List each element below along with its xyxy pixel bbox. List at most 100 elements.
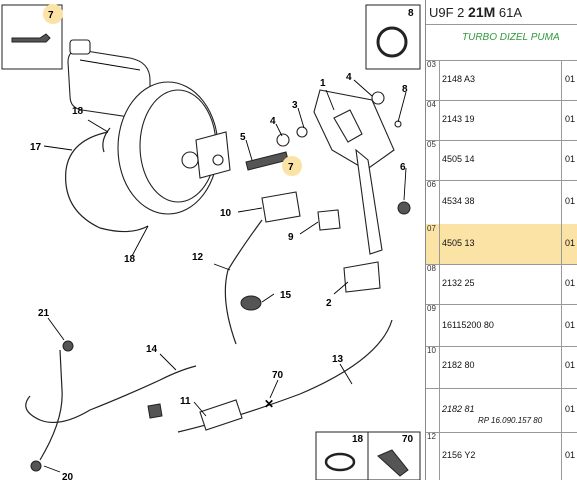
parts-row[interactable]: 05 4505 14 01 (426, 140, 577, 181)
part-reference: 2182 80 (442, 360, 475, 370)
bolt-5[interactable] (245, 151, 289, 171)
qty-cell: 01 (561, 388, 577, 432)
callout-70: 70 (272, 370, 284, 381)
inset-part-70[interactable]: 70 (367, 431, 421, 480)
inset-label-18: 18 (352, 434, 364, 445)
callout-14: 14 (146, 344, 158, 355)
parts-row[interactable]: 12 2156 Y2 01 (426, 432, 577, 480)
hydraulic-pipe-12 (224, 219, 263, 345)
callout-15: 15 (280, 290, 292, 301)
qty-cell: 01 (561, 180, 577, 224)
slave-cylinder-11[interactable] (199, 399, 243, 431)
callout-17: 17 (30, 142, 42, 153)
parts-row[interactable]: 03 2148 A3 01 (426, 60, 577, 101)
master-cylinder-10[interactable] (261, 191, 301, 223)
quantity: 01 (565, 74, 576, 84)
sensor-9[interactable] (317, 209, 341, 231)
row-index: 07 (426, 224, 440, 264)
qty-cell: 01 (561, 140, 577, 180)
quantity: 01 (565, 154, 576, 164)
grommet-15[interactable] (240, 295, 262, 311)
part-reference: 2132 25 (442, 278, 475, 288)
qty-cell: 01 (561, 432, 577, 480)
hose-clamp-18-icon (324, 452, 356, 472)
callout-2: 2 (326, 298, 332, 309)
inset-part-7[interactable]: 7 (1, 4, 63, 70)
inset-part-8[interactable]: 8 (365, 4, 421, 70)
quantity: 01 (565, 114, 576, 124)
quantity: 01 (565, 320, 576, 330)
callout-9: 9 (288, 232, 294, 243)
washer-4[interactable] (276, 133, 290, 147)
part-reference: 4505 14 (442, 154, 475, 164)
qty-cell: 01 (561, 60, 577, 100)
quantity: 01 (565, 404, 576, 414)
engine-subtitle-bar: TURBO DIZEL PUMA (426, 24, 577, 61)
quantity: 01 (565, 450, 576, 460)
callout-1: 1 (320, 78, 326, 89)
callout-18-bottom: 18 (124, 254, 136, 265)
callout-4: 4 (270, 116, 276, 127)
qty-cell: 01 (561, 304, 577, 346)
panel-header: U9F 2 21M 61A (426, 0, 577, 25)
row-index: 05 (426, 140, 440, 180)
callout-10: 10 (220, 208, 232, 219)
inset-label-8: 8 (408, 8, 414, 19)
clutch-pedal-pad[interactable] (343, 261, 381, 293)
clip-7-icon (11, 33, 51, 43)
part-reference: 2182 81 (442, 404, 475, 414)
callout-5: 5 (240, 132, 246, 143)
clip-20[interactable] (30, 460, 42, 472)
callout-11: 11 (180, 396, 191, 407)
quantity: 01 (565, 278, 576, 288)
parts-row[interactable]: 06 4534 38 01 (426, 180, 577, 225)
hose-clip-18 (102, 127, 111, 153)
ring-8-icon (376, 26, 408, 58)
parts-row[interactable]: 09 16115200 80 01 (426, 304, 577, 347)
bushing-3[interactable] (296, 126, 308, 138)
switch-6[interactable] (397, 201, 411, 215)
exploded-parts-diagram: 7 8 (1, 4, 421, 480)
qty-cell: 01 (561, 224, 577, 264)
reference-bold: 21M (468, 4, 496, 20)
clip-21[interactable] (62, 340, 74, 352)
reference-code: U9F 2 21M 61A (429, 4, 522, 20)
qty-cell: 01 (561, 346, 577, 388)
screw-70-icon (377, 449, 409, 477)
callout-3: 3 (292, 100, 298, 111)
part-reference: 16115200 80 (442, 320, 494, 330)
row-index: 08 (426, 264, 440, 304)
qty-cell: 01 (561, 264, 577, 304)
callout-12: 12 (192, 252, 204, 263)
parts-row[interactable]: 10 2182 80 01 (426, 346, 577, 389)
parts-row[interactable]: 08 2132 25 01 (426, 264, 577, 305)
supersession-note: RP 16.090.157 80 (478, 416, 543, 425)
parts-row-alternative[interactable]: 2182 81 RP 16.090.157 80 01 (426, 388, 577, 433)
callout-21: 21 (38, 308, 50, 319)
fluid-reservoir (67, 39, 151, 119)
inset-part-18[interactable]: 18 (315, 431, 369, 480)
part-reference: 2143 19 (442, 114, 475, 124)
bumper-4[interactable] (371, 91, 385, 105)
callout-13: 13 (332, 354, 344, 365)
parts-row[interactable]: 04 2143 19 01 (426, 100, 577, 141)
pedal-bracket (313, 89, 395, 293)
row-index (426, 388, 440, 432)
clip-14[interactable] (147, 403, 163, 419)
part-reference: 2148 A3 (442, 74, 476, 84)
quantity: 01 (565, 196, 576, 206)
parts-row-highlighted[interactable]: 07 4505 13 01 (426, 224, 577, 265)
mark-70-icon: ✕ (264, 397, 274, 411)
quantity: 01 (565, 238, 576, 248)
row-index: 04 (426, 100, 440, 140)
callout-7: 7 (288, 162, 294, 173)
callout-4-top: 4 (346, 72, 352, 83)
row-index: 12 (426, 432, 440, 480)
inset-label-70: 70 (402, 434, 414, 445)
hydraulic-pipe-14 (25, 365, 197, 423)
qty-cell: 01 (561, 100, 577, 140)
row-index: 09 (426, 304, 440, 346)
callout-18-top: 18 (72, 106, 84, 117)
row-index: 10 (426, 346, 440, 388)
quantity: 01 (565, 360, 576, 370)
